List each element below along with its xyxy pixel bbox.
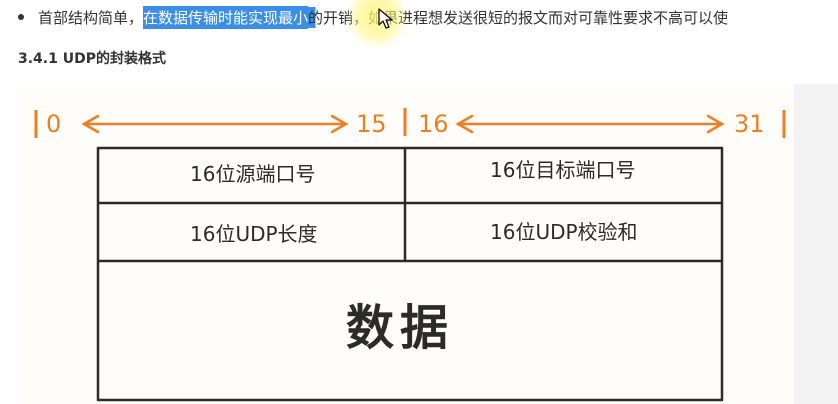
header-boxes: [96, 146, 724, 402]
field-udp-checksum: 16位UDP校验和: [490, 220, 638, 244]
scale-label-15: 15: [356, 110, 387, 138]
field-dest-port: 16位目标端口号: [490, 158, 636, 182]
scale-arrow-right: [455, 114, 725, 134]
selected-text[interactable]: 在数据传输时能实现最小: [143, 5, 309, 29]
mouse-pointer-icon: [378, 8, 393, 29]
udp-format-diagram: 0 15 16 31 16位源端口号 16位目标端口号 16位UDP长度 16位…: [20, 86, 794, 404]
scale-label-0: 0: [46, 110, 62, 138]
udp-diagram-drawing: [34, 108, 786, 402]
field-data: 数据: [346, 300, 455, 356]
scale-arrow-left: [81, 114, 349, 134]
field-source-port: 16位源端口号: [190, 162, 316, 186]
text-before-highlight: 首部结构简单，: [38, 8, 144, 27]
page-margin-bar: [794, 84, 838, 404]
bullet-dot: [18, 14, 24, 20]
field-udp-length: 16位UDP长度: [190, 222, 318, 246]
section-heading: 3.4.1 UDP的封装格式: [18, 51, 166, 67]
text-after-highlight: 开销，如果进程想发送很短的报文而对可靠性要求不高可以使: [323, 8, 729, 27]
scale-label-31: 31: [734, 110, 765, 138]
bullet-paragraph: 首部结构简单， 在数据传输时能实现最小 的 开销，如果进程想发送很短的报文而对可…: [18, 4, 728, 30]
scale-label-16: 16: [418, 110, 449, 138]
partially-selected-char[interactable]: 的: [308, 6, 324, 28]
